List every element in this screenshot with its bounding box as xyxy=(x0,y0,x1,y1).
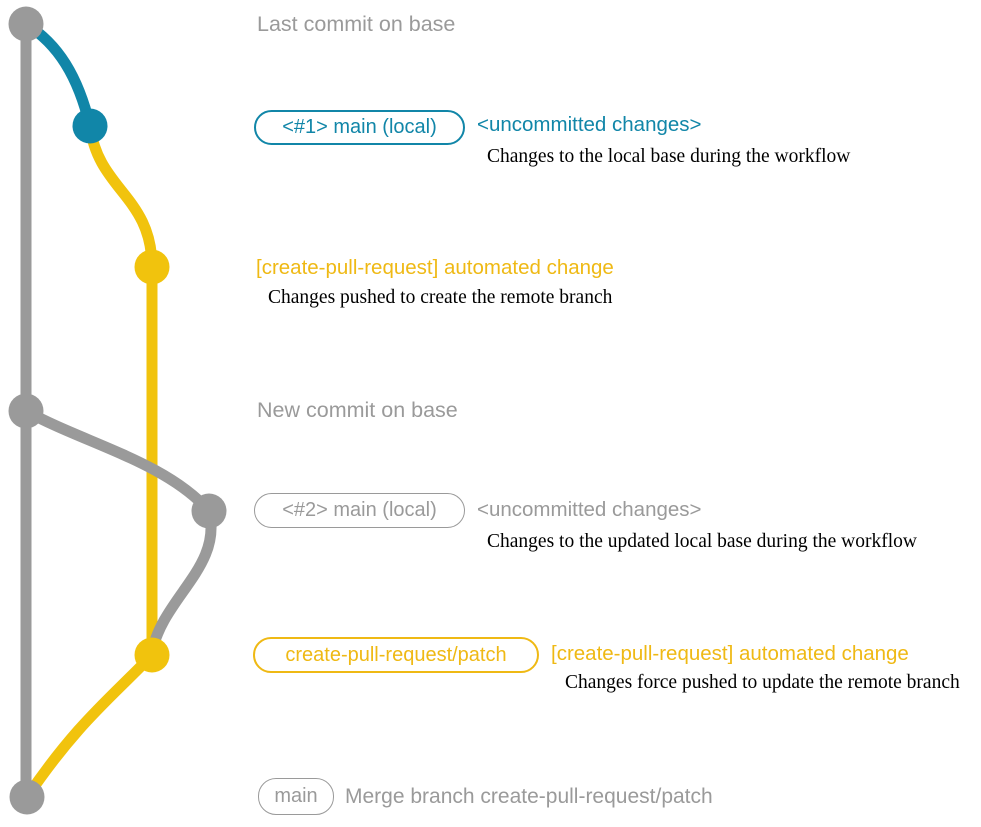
branch-label-patch-text: create-pull-request/patch xyxy=(285,643,507,666)
commit-node-last-base xyxy=(8,6,44,42)
commit-node-local-main-1 xyxy=(72,108,108,144)
branch-label-main-text: main xyxy=(274,785,318,807)
branch-patch-merge-curve xyxy=(21,649,158,803)
detail-note-automated-1: Changes pushed to create the remote bran… xyxy=(268,287,613,308)
branch-local-main-2-curve xyxy=(20,405,215,517)
commit-graph xyxy=(8,6,227,815)
commit-node-local-main-2 xyxy=(191,493,227,529)
branch-label-main-local-2: <#2> main (local) xyxy=(254,493,465,528)
branch-label-main: main xyxy=(258,778,334,815)
caption-last-commit-on-base: Last commit on base xyxy=(257,12,456,36)
commit-message-automated-1: [create-pull-request] automated change xyxy=(256,256,614,279)
branch-local-main-1-line xyxy=(20,18,96,132)
branch-label-main-local-2-text: <#2> main (local) xyxy=(282,499,437,521)
commit-node-new-base xyxy=(8,393,44,429)
commit-node-merge xyxy=(9,779,45,815)
commit-message-merge: Merge branch create-pull-request/patch xyxy=(345,785,713,808)
branch-label-patch: create-pull-request/patch xyxy=(253,637,539,673)
detail-note-uncommitted-1: Changes to the local base during the wor… xyxy=(487,146,851,167)
commit-node-automated-1 xyxy=(134,249,170,285)
branch-label-main-local-1: <#1> main (local) xyxy=(254,110,465,145)
commit-message-uncommitted-1: <uncommitted changes> xyxy=(477,113,702,136)
caption-new-commit-on-base: New commit on base xyxy=(257,398,458,422)
commit-message-uncommitted-2: <uncommitted changes> xyxy=(477,498,702,521)
commit-node-automated-2 xyxy=(134,637,170,673)
commit-message-automated-2: [create-pull-request] automated change xyxy=(551,642,909,665)
branch-patch-upper-curve xyxy=(84,120,158,273)
branch-label-main-local-1-text: <#1> main (local) xyxy=(282,116,437,138)
detail-note-automated-2: Changes force pushed to update the remot… xyxy=(565,672,960,693)
branch-rebase-curve xyxy=(146,505,217,658)
detail-note-uncommitted-2: Changes to the updated local base during… xyxy=(487,531,917,552)
